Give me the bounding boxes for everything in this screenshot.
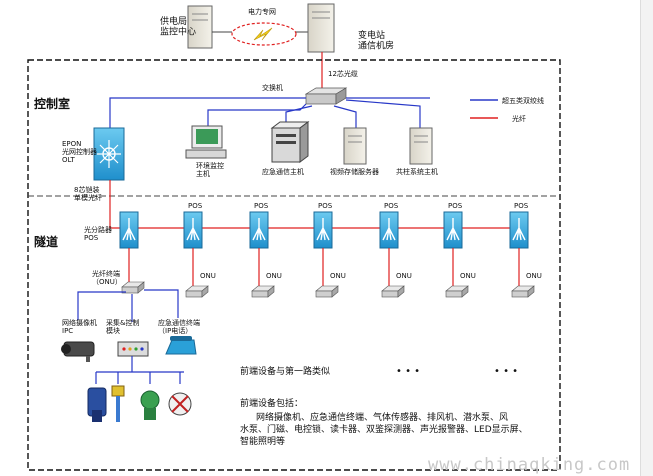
pos-label: POS	[514, 202, 529, 210]
switch-label: 交换机	[262, 83, 283, 92]
ip-phone-icon	[165, 336, 197, 355]
armored-fiber-label: 8芯铠装单模光纤	[74, 185, 102, 202]
legend-label-twisted-pair: 超五类双绞线	[502, 96, 544, 105]
pos-splitter	[313, 211, 333, 249]
substation-server-icon	[307, 3, 335, 53]
onu-device	[121, 281, 145, 294]
pos-label: POS	[384, 202, 399, 210]
level-sensor-icon	[111, 385, 125, 422]
ip-camera-icon	[61, 341, 95, 362]
acq-module-label: 采集&控制模块	[106, 318, 139, 335]
pos-label: POS	[318, 202, 333, 210]
legend: 超五类双绞线 光纤	[470, 96, 544, 123]
column-system-host-icon	[409, 127, 433, 165]
dots-1: • • •	[396, 366, 420, 377]
onu-device	[251, 285, 275, 298]
pos-label: POS	[188, 202, 203, 210]
pos-label: POS	[254, 202, 269, 210]
onu-device	[445, 285, 469, 298]
pos-splitter	[443, 211, 463, 249]
fiber-terminal-label: 光纤终端（ONU）	[92, 269, 122, 286]
dots-2: • • •	[494, 366, 518, 377]
onu-label: ONU	[396, 272, 412, 280]
onu-device	[511, 285, 535, 298]
onu-label: ONU	[460, 272, 476, 280]
gas-sensor-icon	[140, 390, 160, 420]
emergency-terminal-label: 应急通信终端（IP电话）	[158, 318, 200, 335]
sensor-links	[95, 356, 184, 384]
watermark: www.chinaqking.com	[428, 455, 630, 475]
onu-device	[315, 285, 339, 298]
front-devices-line-1: 网络摄像机、应急通信终端、气体传感器、排风机、潜水泵、风	[256, 411, 508, 423]
scrollbar[interactable]	[640, 0, 653, 476]
control-room-label: 控制室	[34, 96, 70, 111]
tunnel-label: 隧道	[34, 234, 58, 249]
system-boundary	[27, 59, 561, 471]
similar-note: 前端设备与第一路类似	[240, 365, 330, 377]
env-monitor-host-label: 环境监控主机	[196, 161, 224, 178]
onu-device	[381, 285, 405, 298]
fiber-12-label: 12芯光缆	[328, 69, 358, 78]
pump-icon	[87, 387, 107, 422]
onu-device	[185, 285, 209, 298]
switch-icon	[304, 87, 348, 105]
olt-icon	[93, 127, 125, 181]
onu-label: ONU	[266, 272, 282, 280]
onu-label: ONU	[330, 272, 346, 280]
power-bureau-server-icon	[187, 5, 213, 49]
onu-label: ONU	[200, 272, 216, 280]
video-storage-server-label: 视频存储服务器	[330, 167, 379, 176]
pos-splitter	[509, 211, 529, 249]
pos-splitter	[379, 211, 399, 249]
emergency-host-icon	[270, 121, 310, 163]
twisted-pair-bus	[109, 97, 430, 128]
onu-drop-fibers	[128, 248, 520, 286]
power-network-label: 电力专网	[248, 7, 276, 16]
pos-splitter	[119, 211, 139, 249]
front-devices-title: 前端设备包括：	[240, 397, 303, 409]
acq-module-icon	[117, 341, 149, 357]
substation-label: 变电站通信机房	[358, 29, 394, 51]
terminal-links	[77, 289, 179, 322]
env-monitor-host-icon	[185, 125, 227, 159]
legend-label-fiber: 光纤	[512, 114, 526, 123]
exhaust-fan-icon	[168, 392, 192, 416]
emergency-host-label: 应急通信主机	[262, 167, 304, 176]
front-devices-line-2: 水泵、门磁、电控锁、读卡器、双鉴探测器、声光报警器、LED显示屏、	[240, 423, 528, 435]
front-devices-line-3: 智能照明等	[240, 435, 285, 447]
pos-label: POS	[448, 202, 463, 210]
pos-splitter	[249, 211, 269, 249]
pos-splitter	[183, 211, 203, 249]
power-bureau-label: 供电局监控中心	[160, 15, 196, 37]
onu-label: ONU	[526, 272, 542, 280]
video-storage-server-icon	[343, 127, 367, 165]
power-network-link	[212, 22, 308, 46]
column-system-host-label: 共柱系统主机	[396, 167, 438, 176]
